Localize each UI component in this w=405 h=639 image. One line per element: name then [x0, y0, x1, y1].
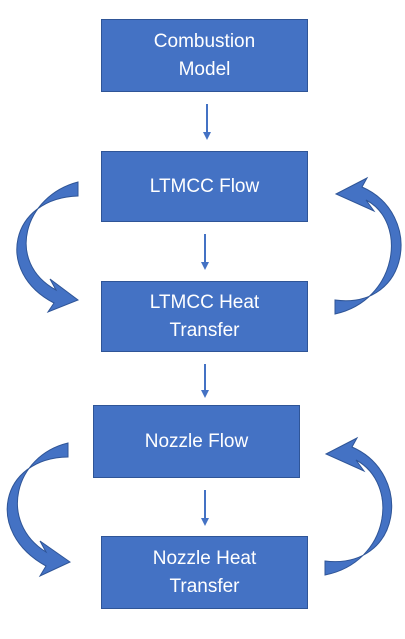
- node-nozzle-flow: Nozzle Flow: [93, 405, 300, 478]
- curved-arrow-ltmcc-right: [334, 176, 402, 315]
- node-nozzle-heat-transfer: Nozzle Heat Transfer: [101, 536, 308, 609]
- curved-arrow-ltmcc-left: [16, 181, 80, 314]
- curved-arrow-nozzle-right: [324, 436, 393, 576]
- curved-arrow-nozzle-left: [6, 442, 71, 578]
- node-ltmcc-flow: LTMCC Flow: [101, 151, 308, 222]
- node-ltmcc-heat-transfer: LTMCC Heat Transfer: [101, 281, 308, 352]
- node-combustion-model: Combustion Model: [101, 19, 308, 92]
